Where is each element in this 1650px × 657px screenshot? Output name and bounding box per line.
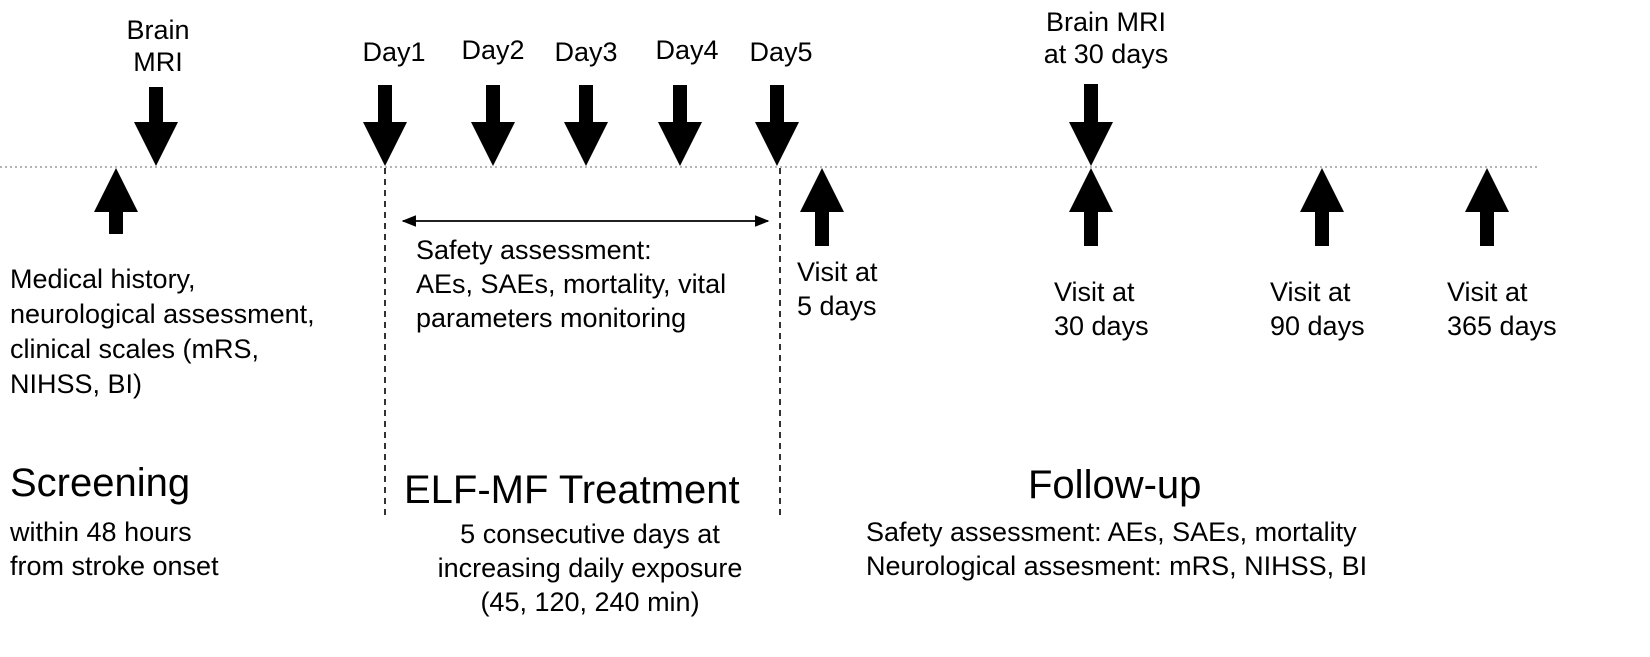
followup-details: Safety assessment: AEs, SAEs, mortality … (866, 515, 1367, 583)
treatment-details: 5 consecutive days at increasing daily e… (400, 517, 780, 619)
visit-5-line2: 5 days (797, 291, 877, 321)
visit-90-line2: 90 days (1270, 311, 1365, 341)
visit-5-label: Visit at 5 days (797, 255, 878, 323)
followup-title: Follow-up (1028, 463, 1202, 507)
followup-details-line1: Safety assessment: AEs, SAEs, mortality (866, 517, 1357, 547)
screening-assessment-line2: neurological assessment, (10, 299, 315, 329)
day3-label: Day3 (554, 37, 618, 67)
treatment-safety-line1: Safety assessment: (416, 235, 652, 265)
day5-label: Day5 (749, 37, 813, 67)
day4-label: Day4 (655, 35, 719, 65)
treatment-safety-text: Safety assessment: AEs, SAEs, mortality,… (416, 233, 726, 335)
visit-365-up-arrow-icon (1465, 168, 1509, 246)
screening-title: Screening (10, 461, 191, 505)
mri-30-down-arrow-icon (1069, 84, 1113, 166)
day2-down-arrow-icon (471, 85, 515, 166)
treatment-title: ELF-MF Treatment (404, 468, 740, 512)
visit-90-up-arrow-icon (1300, 168, 1344, 246)
brain-mri-label-line1: Brain (126, 15, 190, 45)
screening-assessment-line4: NIHSS, BI) (10, 369, 143, 399)
day3-down-arrow-icon (564, 85, 608, 166)
screening-assessment-line3: clinical scales (mRS, (10, 334, 260, 364)
visit-30-up-arrow-icon (1069, 168, 1113, 246)
treatment-safety-line2: AEs, SAEs, mortality, vital (416, 269, 727, 299)
treatment-details-line1: 5 consecutive days at (460, 519, 720, 549)
visit-365-label: Visit at 365 days (1447, 275, 1557, 343)
visit-30-line2: 30 days (1054, 311, 1149, 341)
brain-mri-label: Brain MRI (113, 14, 203, 78)
screening-details-line1: within 48 hours (10, 517, 192, 547)
brain-mri-label-line2: MRI (133, 47, 183, 77)
day2-label: Day2 (461, 35, 525, 65)
treatment-details-line3: (45, 120, 240 min) (480, 587, 700, 617)
visit-90-label: Visit at 90 days (1270, 275, 1365, 343)
visit-365-line2: 365 days (1447, 311, 1557, 341)
day5-down-arrow-icon (755, 85, 799, 166)
day4-down-arrow-icon (658, 85, 702, 166)
brain-mri-30-label-line1: Brain MRI (1045, 7, 1167, 37)
screening-assessment-text: Medical history, neurological assessment… (10, 262, 315, 402)
screening-details: within 48 hours from stroke onset (10, 515, 219, 583)
screening-up-arrow-icon (94, 168, 138, 234)
visit-365-line1: Visit at (1447, 277, 1528, 307)
brain-mri-30-label: Brain MRI at 30 days (1036, 6, 1176, 70)
day1-down-arrow-icon (363, 85, 407, 166)
day1-label: Day1 (362, 37, 426, 67)
screening-details-line2: from stroke onset (10, 551, 219, 581)
brain-mri-30-label-line2: at 30 days (1043, 39, 1169, 69)
brain-mri-down-arrow-icon (134, 87, 178, 166)
visit-30-label: Visit at 30 days (1054, 275, 1149, 343)
visit-5-up-arrow-icon (800, 168, 844, 246)
visit-5-line1: Visit at (797, 257, 878, 287)
visit-90-line1: Visit at (1270, 277, 1351, 307)
screening-assessment-line1: Medical history, (10, 264, 196, 294)
followup-details-line2: Neurological assesment: mRS, NIHSS, BI (866, 551, 1368, 581)
visit-30-line1: Visit at (1054, 277, 1135, 307)
treatment-details-line2: increasing daily exposure (437, 553, 743, 583)
treatment-safety-line3: parameters monitoring (416, 303, 687, 333)
